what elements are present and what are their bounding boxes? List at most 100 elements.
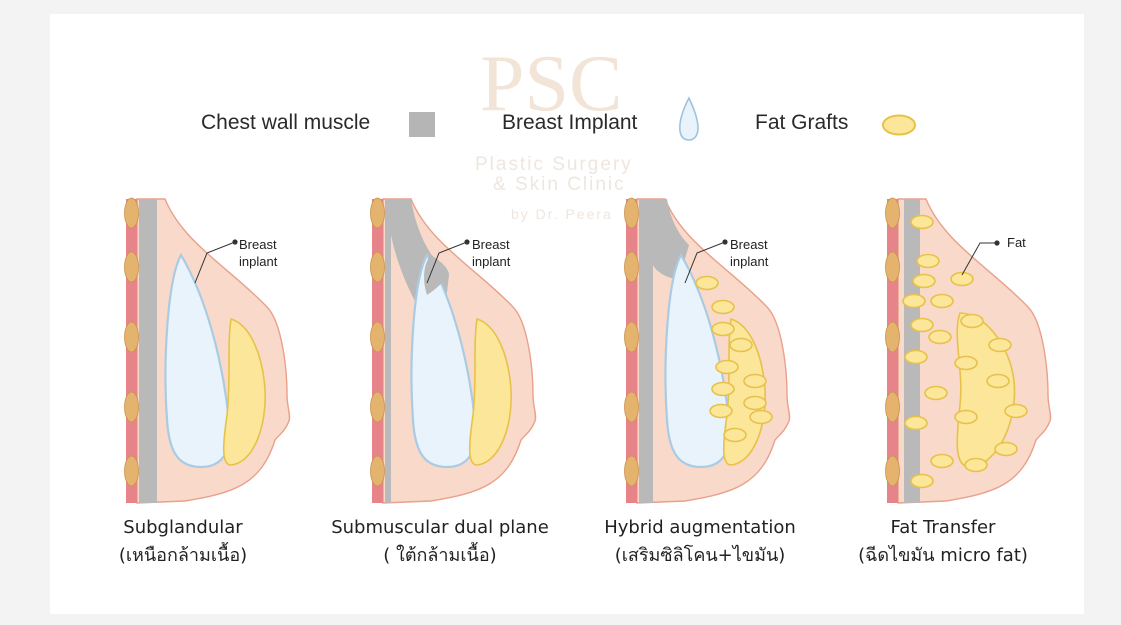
- caption-subtitle: (ฉีดไขมัน micro fat): [858, 545, 1028, 566]
- diagram-art: [885, 197, 1052, 504]
- fat-graft-12: [954, 355, 978, 371]
- callout-line1: Fat: [1007, 235, 1026, 250]
- muscle-layer: [139, 199, 157, 503]
- muscle-over-implant: [424, 255, 449, 295]
- callout-subglandular: Breast inplant: [239, 236, 277, 270]
- fat-graft-6: [743, 373, 767, 389]
- callout-line1: Breast: [730, 237, 768, 252]
- rib-1: [124, 197, 139, 229]
- fat-graft-11: [904, 349, 928, 365]
- rib-1: [370, 197, 385, 229]
- callout-fat: Fat: [1007, 234, 1026, 251]
- rib-2: [885, 251, 900, 283]
- fat-graft-14: [924, 385, 948, 401]
- fat-graft-4: [902, 293, 926, 309]
- caption-submuscular: Submuscular dual plane ( ใต้กล้ามเนื้อ): [310, 514, 570, 570]
- legend-implant-label: Breast Implant: [502, 111, 638, 134]
- breast-implant: [410, 252, 477, 469]
- fat-graft-7: [950, 271, 974, 287]
- fat-graft-10: [749, 409, 773, 425]
- watermark-logo-text: PSC: [480, 40, 622, 128]
- diagram-art: [624, 197, 791, 504]
- callout-line2: inplant: [239, 254, 278, 269]
- callout-line2: inplant: [730, 254, 769, 269]
- rib-4: [124, 391, 139, 423]
- fat-graft-8: [928, 329, 952, 345]
- rib-3: [370, 321, 385, 353]
- diagram-art: [370, 197, 537, 504]
- rib-3: [124, 321, 139, 353]
- rib-1: [885, 197, 900, 229]
- fat-graft-8: [743, 395, 767, 411]
- legend-implant-icon: [679, 96, 699, 141]
- fat-graft-21: [910, 473, 934, 489]
- rib-3: [624, 321, 639, 353]
- caption-hybrid: Hybrid augmentation (เสริมซิลิโคน+ไขมัน): [570, 514, 830, 570]
- legend-fat-label: Fat Grafts: [755, 111, 849, 134]
- fat-graft-11: [723, 427, 747, 443]
- fat-graft-20: [964, 457, 988, 473]
- fat-graft-13: [986, 373, 1010, 389]
- rib-4: [370, 391, 385, 423]
- diagram-fat-transfer: [884, 195, 1084, 507]
- legend-muscle-swatch: [409, 112, 435, 137]
- fat-graft-7: [711, 381, 735, 397]
- watermark-line1: Plastic Surgery: [475, 154, 633, 175]
- diagram-subglandular: [123, 195, 323, 507]
- rib-4: [885, 391, 900, 423]
- caption-subtitle: ( ใต้กล้ามเนื้อ): [383, 545, 497, 566]
- breast-implant: [164, 252, 231, 469]
- callout-dot: [994, 240, 1000, 246]
- fat-graft-16: [1004, 403, 1028, 419]
- fat-graft-5: [715, 359, 739, 375]
- callout-dot: [232, 239, 238, 245]
- rib-1: [624, 197, 639, 229]
- caption-title: Subglandular: [123, 517, 243, 538]
- callout-line2: inplant: [472, 254, 511, 269]
- caption-fat-transfer: Fat Transfer (ฉีดไขมัน micro fat): [813, 514, 1073, 570]
- callout-line: [426, 241, 468, 284]
- fat-pocket: [468, 317, 512, 466]
- caption-subtitle: (เสริมซิลิโคน+ไขมัน): [614, 545, 786, 566]
- watermark-line3: by Dr. Peera: [511, 206, 613, 222]
- fat-graft-2: [916, 253, 940, 269]
- rib-5: [124, 455, 139, 487]
- callout-line: [961, 242, 997, 276]
- fat-graft-4: [729, 337, 753, 353]
- watermark-logo: PSC Plastic Surgery & Skin Clinic by Dr.…: [475, 40, 633, 222]
- diagram-hybrid: [623, 195, 823, 507]
- rib-5: [370, 455, 385, 487]
- callout-dot: [722, 239, 728, 245]
- fat-graft-1: [695, 275, 719, 291]
- callout-line: [684, 241, 726, 284]
- diagram-submuscular: [369, 195, 569, 507]
- callout-line: [194, 241, 236, 284]
- fat-graft-2: [711, 299, 735, 315]
- rib-5: [885, 455, 900, 487]
- caption-title: Fat Transfer: [890, 517, 996, 538]
- fat-graft-17: [904, 415, 928, 431]
- fat-graft-3: [912, 273, 936, 289]
- callout-line1: Breast: [239, 237, 277, 252]
- watermark-line2: & Skin Clinic: [493, 174, 626, 195]
- fat-graft-9: [960, 313, 984, 329]
- rib-2: [624, 251, 639, 283]
- rib-3: [885, 321, 900, 353]
- rib-4: [624, 391, 639, 423]
- fat-graft-1: [910, 214, 934, 230]
- rib-5: [624, 455, 639, 487]
- clinic-watermark: PSC Plastic Surgery & Skin Clinic by Dr.…: [425, 30, 675, 230]
- fat-graft-15: [954, 409, 978, 425]
- caption-subtitle: (เหนือกล้ามเนื้อ): [118, 545, 248, 566]
- fat-graft-6: [910, 317, 934, 333]
- callout-dot: [464, 239, 470, 245]
- fat-graft-5: [930, 293, 954, 309]
- fat-graft-3: [711, 321, 735, 337]
- fat-pocket: [222, 317, 266, 466]
- fat-graft-9: [709, 403, 733, 419]
- callout-line1: Breast: [472, 237, 510, 252]
- fat-graft-19: [930, 453, 954, 469]
- diagram-art: [124, 197, 291, 504]
- rib-2: [370, 251, 385, 283]
- legend-muscle-label: Chest wall muscle: [201, 111, 371, 134]
